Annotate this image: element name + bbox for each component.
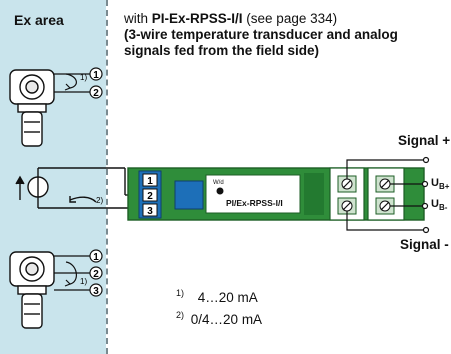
svg-text:3: 3 bbox=[93, 286, 99, 297]
transmitter-bottom-icon bbox=[9, 251, 55, 329]
note-1: 1) 4…20 mA bbox=[176, 288, 258, 305]
terminal-bottom-3: 3 bbox=[89, 283, 103, 297]
terminal-top-1: 1 bbox=[89, 67, 103, 81]
ex-area-boundary bbox=[106, 0, 108, 354]
note-1-ref: 1) bbox=[176, 288, 185, 298]
module-terminal-1: 1 bbox=[142, 173, 158, 187]
signal-plus-label: Signal + bbox=[398, 133, 451, 148]
header-page-ref: (see page 334) bbox=[242, 11, 338, 26]
note-ref-bottom: 1) bbox=[80, 277, 87, 286]
header-line3: signals fed from the field side) bbox=[124, 43, 320, 58]
ub-minus-label: UB- bbox=[431, 198, 448, 213]
note-2-ref: 2) bbox=[176, 310, 185, 320]
module-label: PI/Ex-RPSS-I/I bbox=[226, 198, 283, 208]
terminal-top-2: 2 bbox=[89, 85, 103, 99]
svg-text:2: 2 bbox=[147, 191, 153, 202]
svg-text:1: 1 bbox=[93, 70, 99, 81]
svg-text:1: 1 bbox=[147, 176, 153, 187]
svg-text:3: 3 bbox=[147, 206, 153, 217]
svg-text:2: 2 bbox=[93, 269, 99, 280]
current-source-icon bbox=[15, 167, 140, 209]
terminal-bottom-1: 1 bbox=[89, 249, 103, 263]
module-terminal-2: 2 bbox=[142, 188, 158, 202]
ub-plus-label: UB+ bbox=[431, 177, 450, 192]
module-terminal-3: 3 bbox=[142, 203, 158, 217]
module-wd-label: W/d bbox=[213, 180, 224, 186]
note-ref-middle: 2) bbox=[96, 196, 103, 205]
note-2: 2) 0/4…20 mA bbox=[176, 310, 262, 327]
header-prefix: with bbox=[124, 11, 152, 26]
terminal-bottom-2: 2 bbox=[89, 266, 103, 280]
header-line2: (3-wire temperature transducer and analo… bbox=[124, 27, 398, 42]
signal-minus-label: Signal - bbox=[400, 237, 449, 252]
svg-text:2: 2 bbox=[93, 88, 99, 99]
header-product: PI-Ex-RPSS-I/I bbox=[151, 11, 243, 26]
note-1-text: 4…20 mA bbox=[197, 290, 258, 305]
note-2-text: 0/4…20 mA bbox=[190, 312, 263, 327]
ex-area-panel bbox=[0, 0, 106, 354]
ex-area-label: Ex area bbox=[14, 12, 64, 28]
svg-text:1: 1 bbox=[93, 252, 99, 263]
isolator-module bbox=[127, 167, 425, 221]
note-ref-top: 1) bbox=[80, 73, 87, 82]
header-text: with PI-Ex-RPSS-I/I (see page 334) (3-wi… bbox=[124, 11, 444, 59]
signal-wiring bbox=[346, 156, 430, 234]
transmitter-top-icon bbox=[9, 69, 55, 147]
